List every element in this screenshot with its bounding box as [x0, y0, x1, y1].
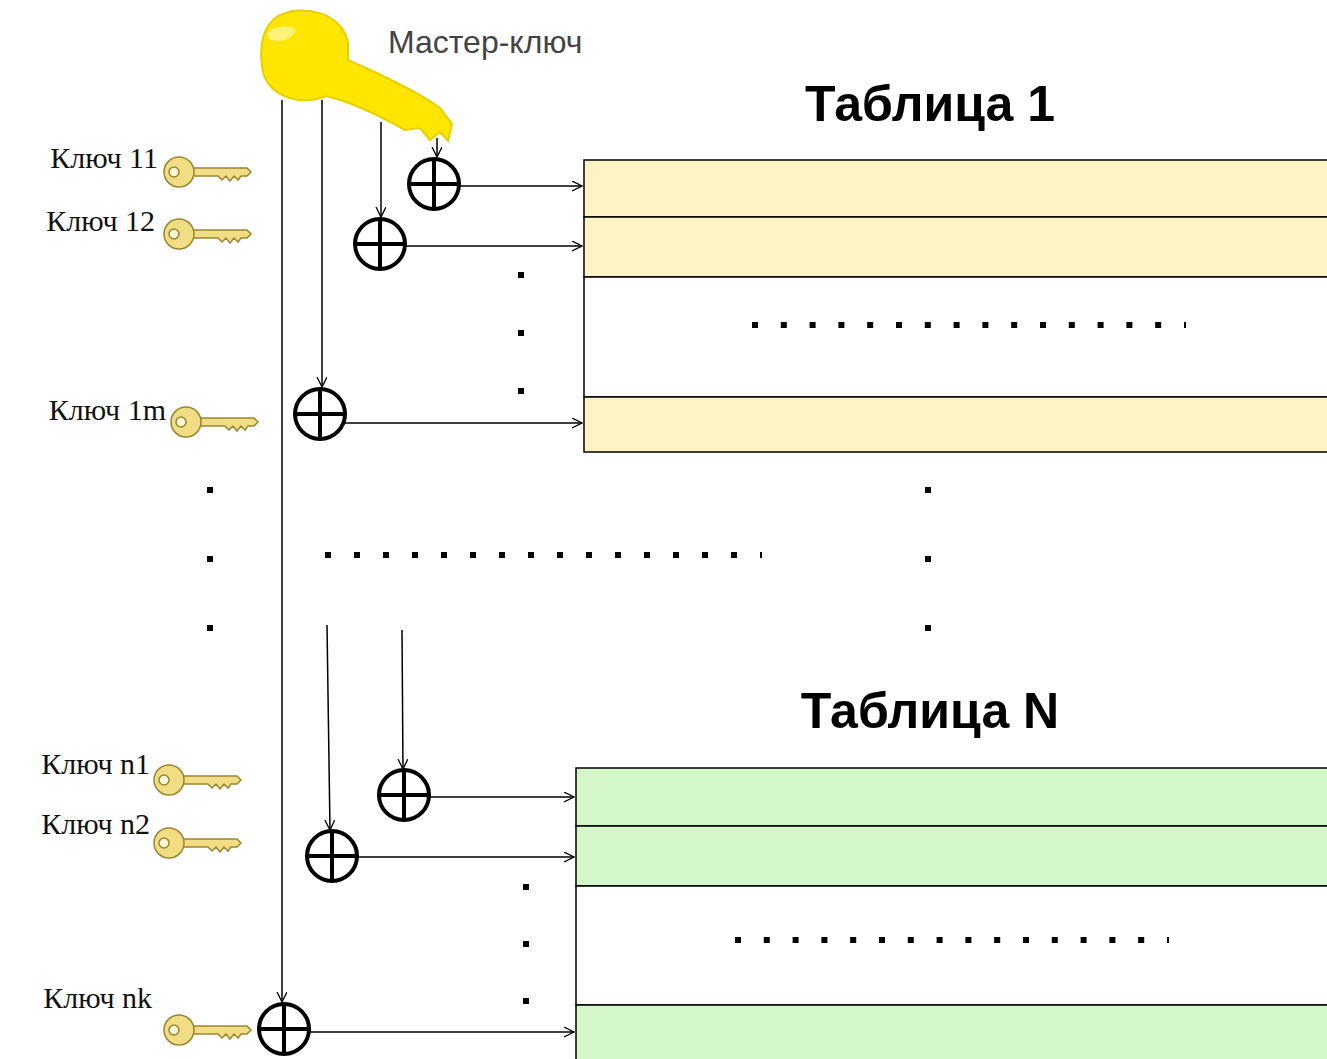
table-row [576, 768, 1327, 826]
feed-line [429, 796, 574, 798]
table-title: Таблица N [801, 684, 1059, 739]
table-row [584, 160, 1327, 217]
key-icon [164, 1015, 251, 1045]
ellipsis-dots [752, 322, 1186, 328]
table-row [584, 397, 1327, 452]
key-icon [171, 407, 258, 437]
feed-line [281, 100, 283, 1002]
xor-symbol [307, 831, 357, 881]
xor-symbol [295, 389, 345, 439]
feed-line [309, 1031, 574, 1033]
master-key-label: Мастер-ключ [388, 25, 582, 60]
feed-line [345, 422, 582, 424]
table-box: Таблица 1 [584, 75, 1327, 452]
key-icon [154, 828, 241, 858]
key-label: Ключ 1m [49, 393, 166, 426]
ellipsis-dots [523, 884, 529, 1006]
feed-line [436, 138, 438, 157]
xor-symbol [409, 159, 459, 209]
ellipsis-dots [925, 487, 931, 634]
table-row [584, 277, 1327, 397]
ellipsis-dots [325, 552, 762, 558]
ellipsis-dots [518, 272, 524, 396]
ellipsis-dots [207, 487, 213, 634]
key-label: Ключ 12 [46, 204, 155, 237]
feed-line [327, 625, 330, 830]
table-rows [576, 768, 1327, 1059]
table-row [576, 886, 1327, 1005]
ellipsis-dots [735, 937, 1169, 943]
feed-line [405, 245, 582, 247]
key-label: Ключ n1 [41, 747, 150, 780]
key-icon [164, 157, 251, 187]
key-icon [164, 219, 251, 249]
feed-line [459, 185, 582, 187]
key-label: Ключ nk [43, 981, 152, 1014]
xor-symbol [259, 1004, 309, 1054]
key-lines [282, 100, 582, 1032]
xor-symbol [379, 770, 429, 820]
key-label: Ключ 11 [50, 141, 158, 174]
xor-symbol [355, 219, 405, 269]
key-icon [154, 765, 241, 795]
master-key-hole [268, 26, 296, 41]
table-box: Таблица N [576, 682, 1327, 1059]
table-row [576, 1005, 1327, 1059]
feed-line [402, 630, 403, 769]
feed-line [321, 100, 323, 387]
feed-line [357, 856, 574, 858]
key-label: Ключ n2 [41, 807, 150, 840]
table-row [584, 217, 1327, 277]
feed-line [380, 122, 382, 217]
table-row [576, 826, 1327, 886]
table-rows [584, 160, 1327, 452]
table-title: Таблица 1 [805, 77, 1055, 132]
